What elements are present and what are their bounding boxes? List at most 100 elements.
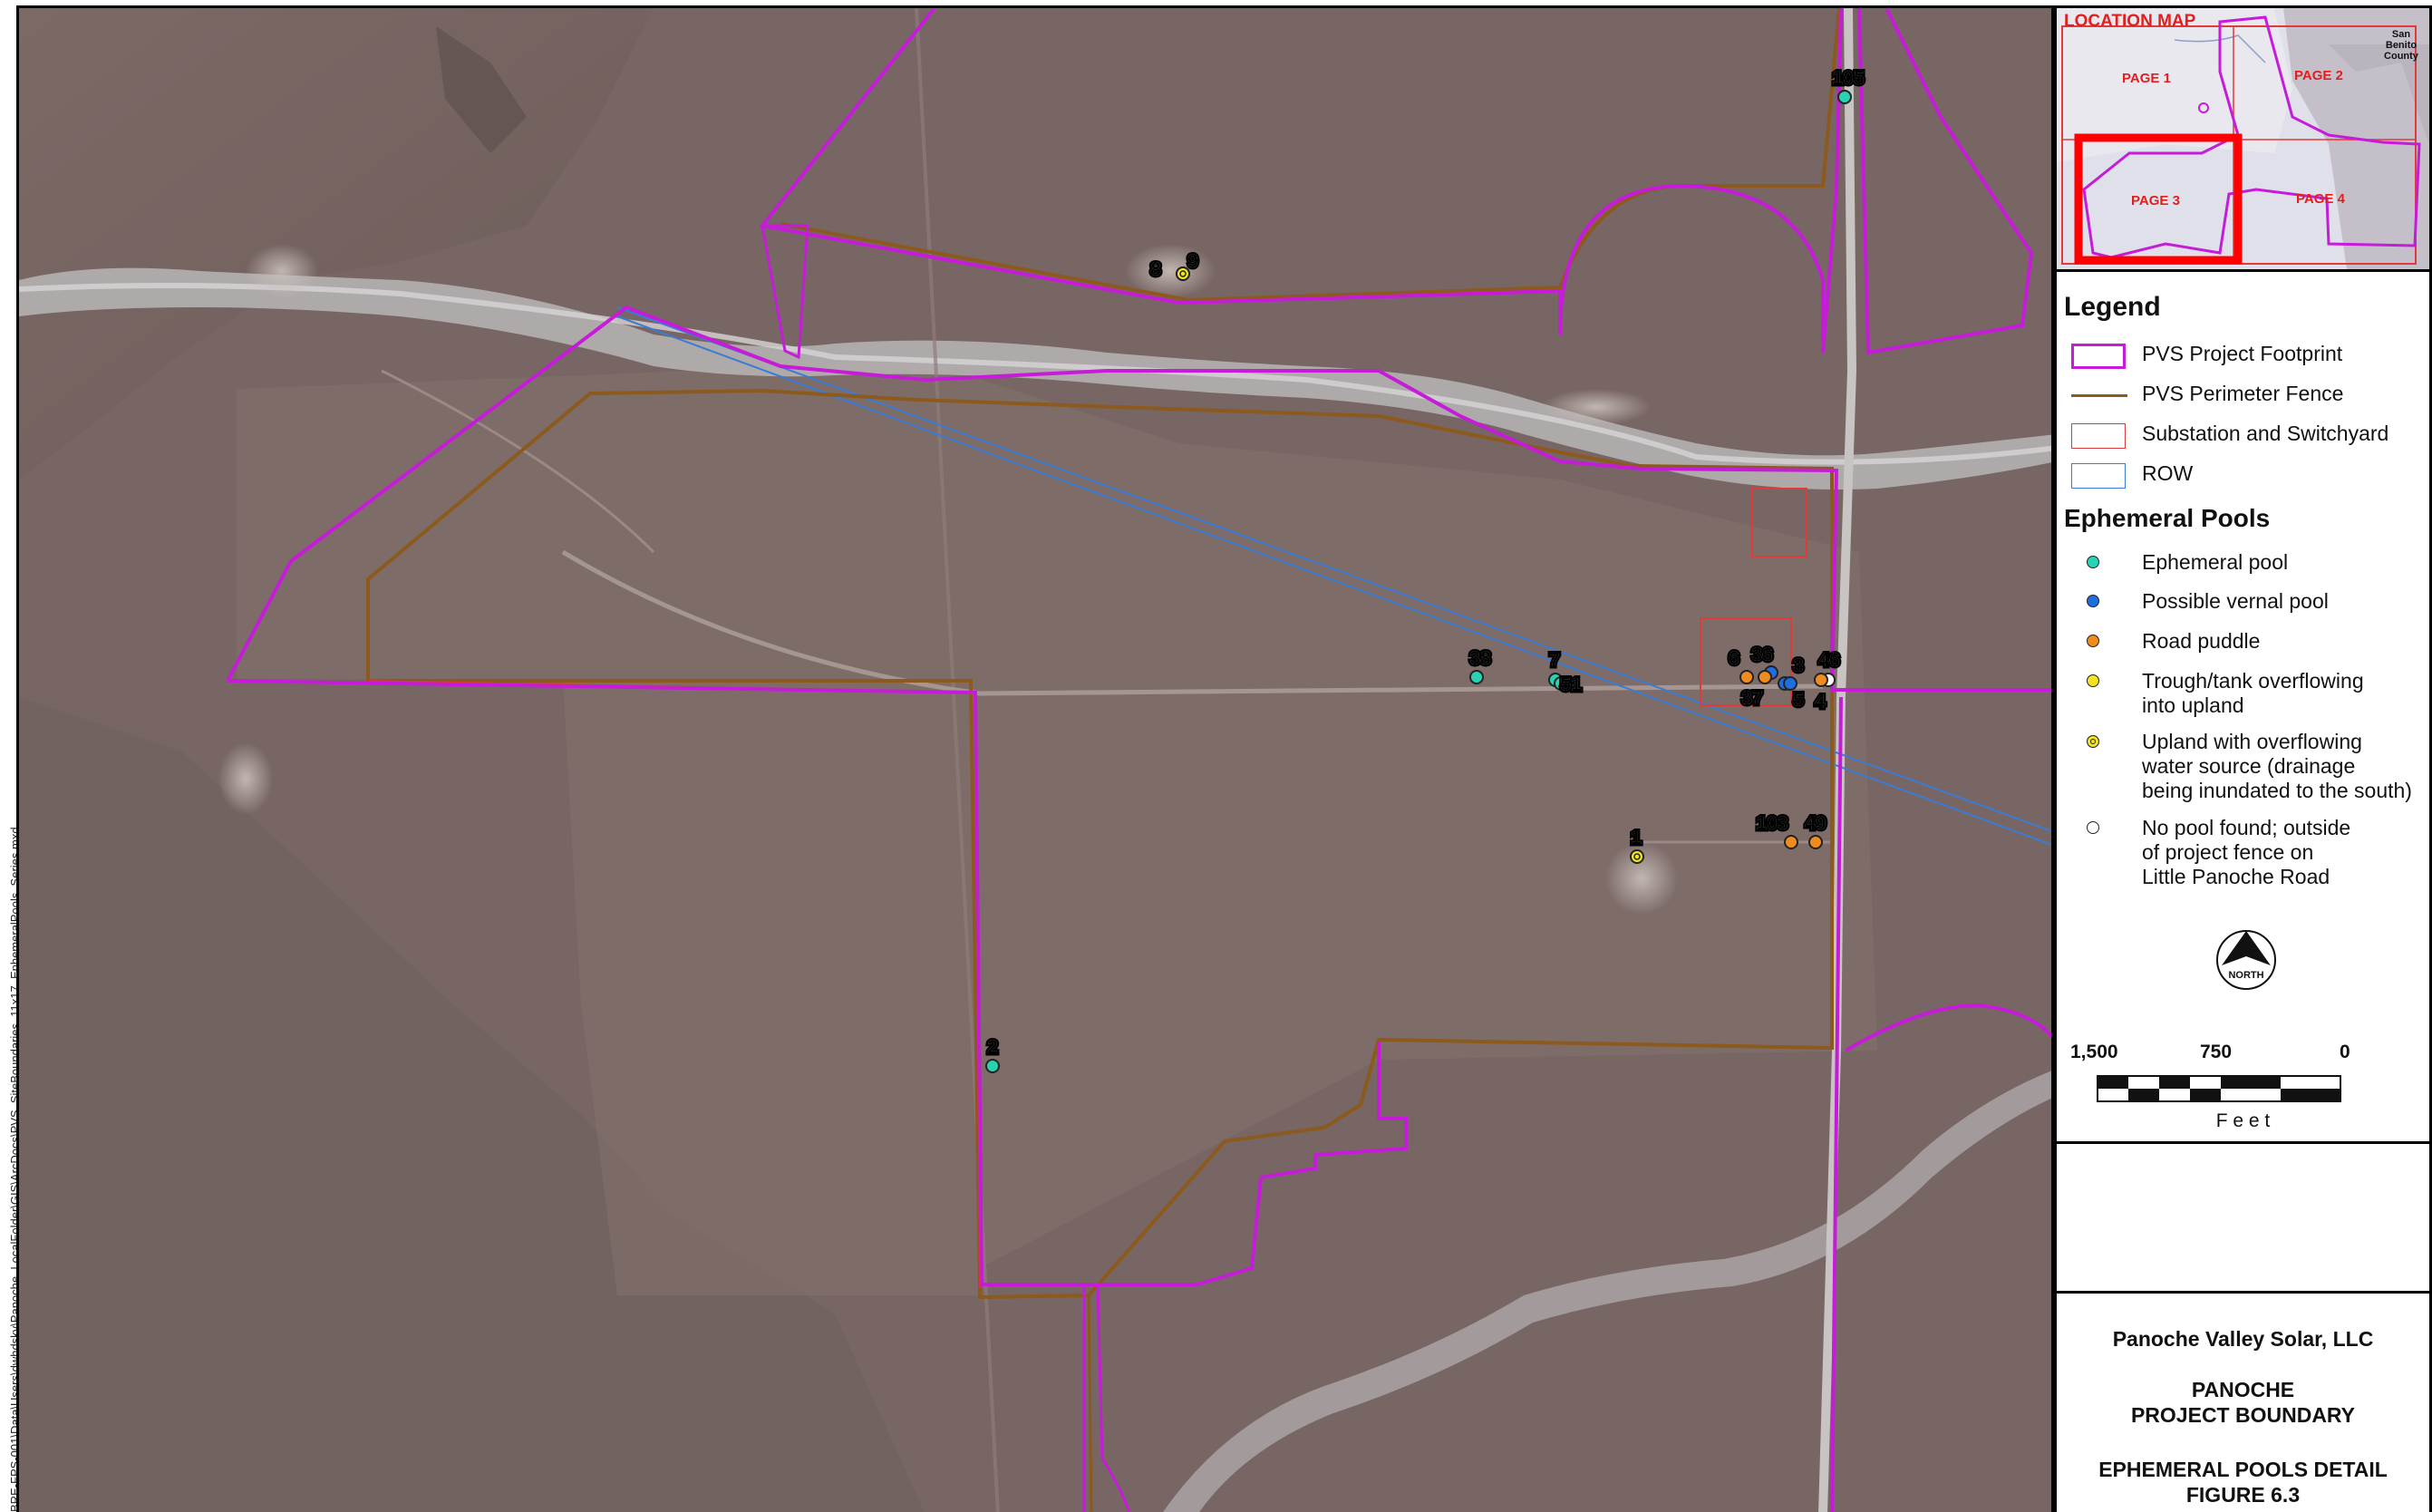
pool-marker-103[interactable] — [1784, 835, 1798, 849]
substation-box[interactable] — [1700, 617, 1792, 706]
current-page-highlight — [2074, 133, 2243, 265]
pool-label-fill-5: 5 — [1793, 690, 1804, 711]
footprint-west-north — [226, 305, 2051, 692]
pool-marker-51[interactable] — [1554, 676, 1568, 691]
hills-southwest — [19, 697, 925, 1512]
scale-tick-1500: 1,500 — [2070, 1042, 2118, 1062]
pool-label-105: 105 — [1832, 68, 1864, 89]
pool-label-38: 38 — [1469, 648, 1491, 669]
pool-label-37: 37 — [1741, 688, 1762, 709]
pool-label-7: 7 — [1549, 650, 1560, 671]
legend-substation-label: Substation and Switchyard — [2142, 422, 2389, 445]
pool-marker-inner-1 — [1633, 853, 1641, 860]
pool-label-fill-8: 8 — [1150, 259, 1161, 280]
pool-label-49: 49 — [1805, 813, 1826, 834]
pool-marker-inner-9 — [1179, 270, 1187, 277]
ridge-shadow — [436, 26, 527, 153]
upland-symbol — [2087, 735, 2099, 748]
legend-title: Legend — [2064, 292, 2161, 322]
legend-substation: Substation and Switchyard — [2071, 422, 2388, 449]
pool-marker-2[interactable] — [985, 1059, 1000, 1073]
location-map-title: LOCATION MAP — [2064, 12, 2196, 31]
legend-pool-nopool-label: No pool found; outside of project fence … — [2142, 816, 2351, 888]
dry-wash — [19, 267, 2051, 490]
pool-label-fill-49: 49 — [1805, 813, 1826, 834]
page-3-label[interactable]: PAGE 3 — [2131, 193, 2180, 208]
pool-marker-105[interactable] — [1837, 90, 1852, 104]
pool-marker-5[interactable] — [1783, 676, 1797, 691]
page-1-label[interactable]: PAGE 1 — [2122, 71, 2171, 86]
legend-pool-ephemeral-label: Ephemeral pool — [2142, 550, 2289, 574]
file-path-label: BRE-FPS-001\Data\Users\dwhdsky\Panoche_L… — [0, 0, 22, 1512]
footprint-north — [759, 8, 1843, 354]
page-2-label[interactable]: PAGE 2 — [2294, 68, 2343, 83]
pool-marker-4[interactable] — [1814, 673, 1828, 687]
legend-pool-ephemeral: Ephemeral pool — [2071, 550, 2288, 577]
legend-row-label: ROW — [2142, 461, 2194, 485]
legend-pool-vernal-label: Possible vernal pool — [2142, 589, 2329, 613]
pool-label-fill-1: 1 — [1631, 828, 1642, 848]
legend-fence: PVS Perimeter Fence — [2071, 382, 2343, 409]
legend-pool-trough-label: Trough/tank overflowing into upland — [2142, 669, 2364, 717]
north-arrow-icon: NORTH — [2216, 930, 2276, 990]
pool-label-6: 6 — [1729, 648, 1739, 669]
pool-label-fill-38: 38 — [1469, 648, 1491, 669]
row-line-south — [616, 315, 2051, 846]
perimeter-fence-main — [366, 388, 1834, 1300]
location-map[interactable]: LOCATION MAP PAGE 1 PAGE 2 PAGE 3 PAGE 4… — [2057, 8, 2429, 269]
pool-label-fill-7: 7 — [1549, 650, 1560, 671]
pool-label-fill-37: 37 — [1741, 688, 1762, 709]
pool-label-5: 5 — [1793, 690, 1804, 711]
legend-footprint: PVS Project Footprint — [2071, 342, 2342, 369]
ephemeral-pool-symbol — [2087, 556, 2099, 568]
scale-bar — [2097, 1075, 2341, 1102]
pool-label-1: 1 — [1631, 828, 1642, 848]
pool-marker-6[interactable] — [1739, 670, 1754, 684]
pool-label-fill-36: 36 — [1751, 645, 1772, 665]
no-pool-symbol — [2087, 821, 2099, 834]
vernal-pool-symbol — [2087, 595, 2099, 607]
project-title: PANOCHE PROJECT BOUNDARY — [2130, 1378, 2356, 1427]
pool-label-3: 3 — [1793, 655, 1804, 676]
legend-pool-vernal: Possible vernal pool — [2071, 589, 2329, 616]
footprint-south — [227, 679, 1408, 1286]
pool-label-4: 4 — [1815, 692, 1826, 712]
pool-label-fill-46: 46 — [1818, 650, 1839, 671]
pool-label-fill-3: 3 — [1793, 655, 1804, 676]
pool-label-fill-2: 2 — [987, 1037, 998, 1058]
pool-label-fill-6: 6 — [1729, 648, 1739, 669]
substation-swatch — [2071, 423, 2126, 449]
pool-label-fill-9: 9 — [1187, 251, 1198, 272]
pool-marker-9[interactable] — [1176, 267, 1190, 281]
road-east-west — [561, 549, 1824, 696]
pool-marker-1[interactable] — [1630, 849, 1644, 864]
pool-marker-37[interactable] — [1758, 670, 1772, 684]
scale-tick-750: 750 — [2200, 1042, 2233, 1062]
scale-tick-0: 0 — [2340, 1042, 2350, 1062]
row-swatch — [2071, 463, 2126, 489]
legend-row: ROW — [2071, 461, 2193, 489]
south-wash — [1163, 1071, 2051, 1512]
footprint-northeast — [1857, 8, 2034, 355]
legend-pool-road: Road puddle — [2071, 629, 2260, 656]
pool-label-103: 103 — [1756, 813, 1788, 834]
side-panel: LOCATION MAP PAGE 1 PAGE 2 PAGE 3 PAGE 4… — [2054, 5, 2432, 1512]
footprint-swatch — [2071, 344, 2126, 369]
legend-pool-upland-label: Upland with overflowing water source (dr… — [2142, 730, 2412, 802]
trough-symbol — [2087, 674, 2099, 687]
page-4-label[interactable]: PAGE 4 — [2296, 191, 2346, 207]
pool-marker-38[interactable] — [1469, 670, 1484, 684]
pool-label-fill-51: 51 — [1560, 674, 1582, 695]
north-label: NORTH — [2228, 970, 2263, 981]
pool-marker-49[interactable] — [1808, 835, 1823, 849]
switchyard-box[interactable] — [1751, 488, 1807, 557]
pool-label-fill-103: 103 — [1756, 813, 1788, 834]
pools-legend-title: Ephemeral Pools — [2064, 504, 2271, 532]
pool-label-fill-105: 105 — [1832, 68, 1864, 89]
scale-unit: F e e t — [2215, 1110, 2271, 1131]
legend-pool-road-label: Road puddle — [2142, 629, 2261, 653]
pool-label-2: 2 — [987, 1037, 998, 1058]
